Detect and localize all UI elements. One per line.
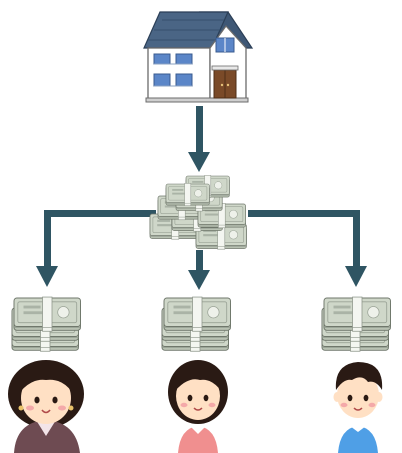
girl-icon xyxy=(168,360,228,453)
arrow-pool-to-left xyxy=(36,210,156,287)
arrow-pool-to-center xyxy=(188,250,210,290)
arrow-pool-to-right xyxy=(248,210,367,287)
money-pile-icon xyxy=(149,175,247,250)
house-icon xyxy=(143,11,254,103)
arrow-house-to-pool xyxy=(188,106,210,172)
money-stack-icon xyxy=(321,296,391,352)
money-stack-icon xyxy=(11,296,81,352)
woman-icon xyxy=(8,360,84,453)
money-stack-icon xyxy=(161,296,231,352)
boy-icon xyxy=(333,362,383,453)
